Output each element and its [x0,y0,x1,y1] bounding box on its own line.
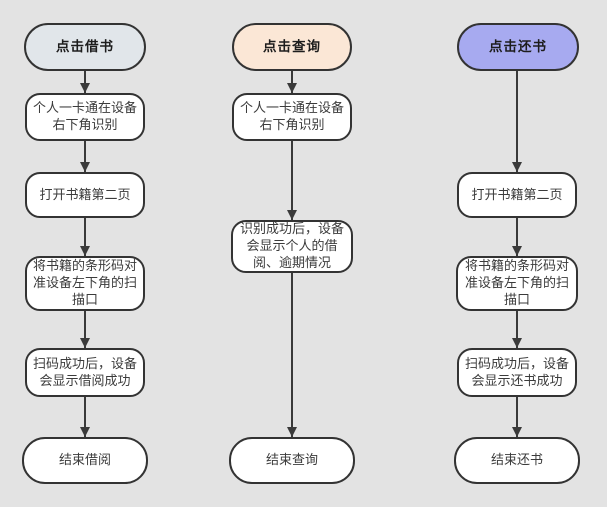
flow-step-borrow-card: 个人一卡通在设备右下角识别 [25,93,145,141]
arrow-down-icon [512,218,522,256]
flow-start-return: 点击还书 [457,23,579,71]
arrow-down-icon [512,311,522,348]
arrow-down-icon [512,397,522,437]
flow-step-query-card: 个人一卡通在设备右下角识别 [232,93,352,141]
arrow-down-icon [287,71,297,93]
arrow-down-icon [512,71,522,172]
flow-start-borrow: 点击借书 [24,23,146,71]
flow-start-query: 点击查询 [232,23,352,71]
flow-end-query: 结束查询 [229,437,355,484]
flow-step-borrow-success: 扫码成功后，设备会显示借阅成功 [25,348,145,397]
flow-step-return-openbook: 打开书籍第二页 [457,172,577,218]
flow-step-borrow-openbook: 打开书籍第二页 [25,172,145,218]
arrow-down-icon [80,141,90,172]
arrow-down-icon [80,311,90,348]
flow-step-borrow-barcode: 将书籍的条形码对准设备左下角的扫描口 [25,256,145,311]
flow-end-borrow: 结束借阅 [22,437,148,484]
flow-step-return-barcode: 将书籍的条形码对准设备左下角的扫描口 [456,256,578,311]
arrow-down-icon [80,397,90,437]
arrow-down-icon [287,141,297,220]
arrow-down-icon [80,71,90,93]
flow-end-return: 结束还书 [454,437,580,484]
flow-step-query-result: 识别成功后，设备会显示个人的借阅、逾期情况 [231,220,353,273]
arrow-down-icon [287,273,297,437]
flow-step-return-success: 扫码成功后，设备会显示还书成功 [457,348,577,397]
arrow-down-icon [80,218,90,256]
